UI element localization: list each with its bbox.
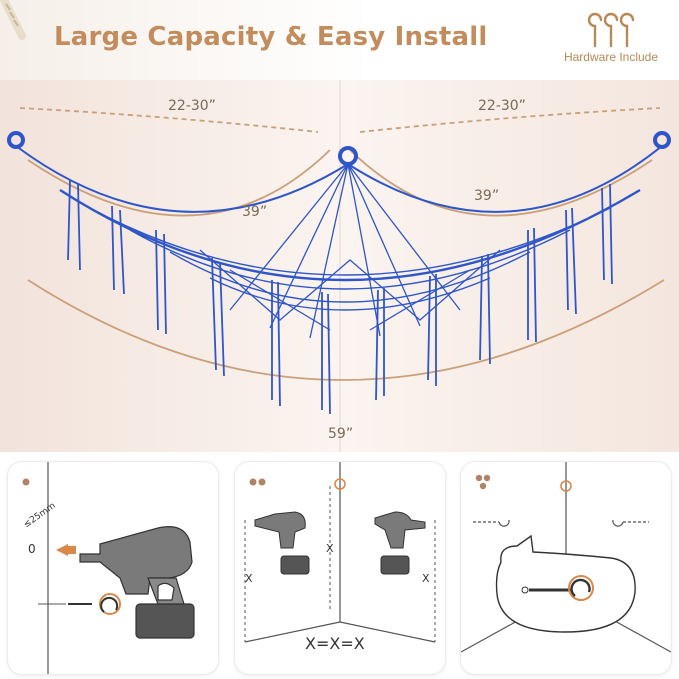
x-right-label: X: [422, 572, 430, 585]
step-3-panel: [461, 462, 671, 674]
header-bar: [0, 0, 679, 80]
rope-icon: [0, 0, 26, 40]
hook-icon: [521, 575, 594, 601]
side-left-label: 39”: [242, 204, 268, 220]
bottom-width-label: 59”: [328, 426, 354, 442]
net-hammock: [15, 145, 663, 415]
hero-illustration: [0, 80, 679, 452]
callout-bubble: [495, 534, 636, 633]
x-left-label: X: [245, 572, 253, 585]
zero-marker: 0: [28, 542, 36, 556]
screw-hook-icon: [587, 12, 635, 48]
headline: Large Capacity & Easy Install: [54, 22, 488, 52]
hook-icon: [68, 593, 121, 615]
equation-label: X=X=X: [305, 634, 365, 653]
step-1-panel: ≤25mm 0: [8, 462, 218, 674]
hook-icon: [473, 519, 649, 527]
hardware-label: Hardware Include: [563, 50, 659, 64]
span-left-label: 22-30”: [168, 98, 216, 114]
drill-icon: [79, 526, 195, 639]
dot-step-icon: [22, 478, 30, 486]
step-2-panel: X X X X=X=X: [235, 462, 445, 674]
drill-icon: [254, 511, 426, 575]
span-right-label: 22-30”: [478, 98, 526, 114]
x-mid-label: X: [326, 542, 334, 555]
side-right-label: 39”: [474, 188, 500, 204]
arrow-icon: [56, 544, 68, 556]
